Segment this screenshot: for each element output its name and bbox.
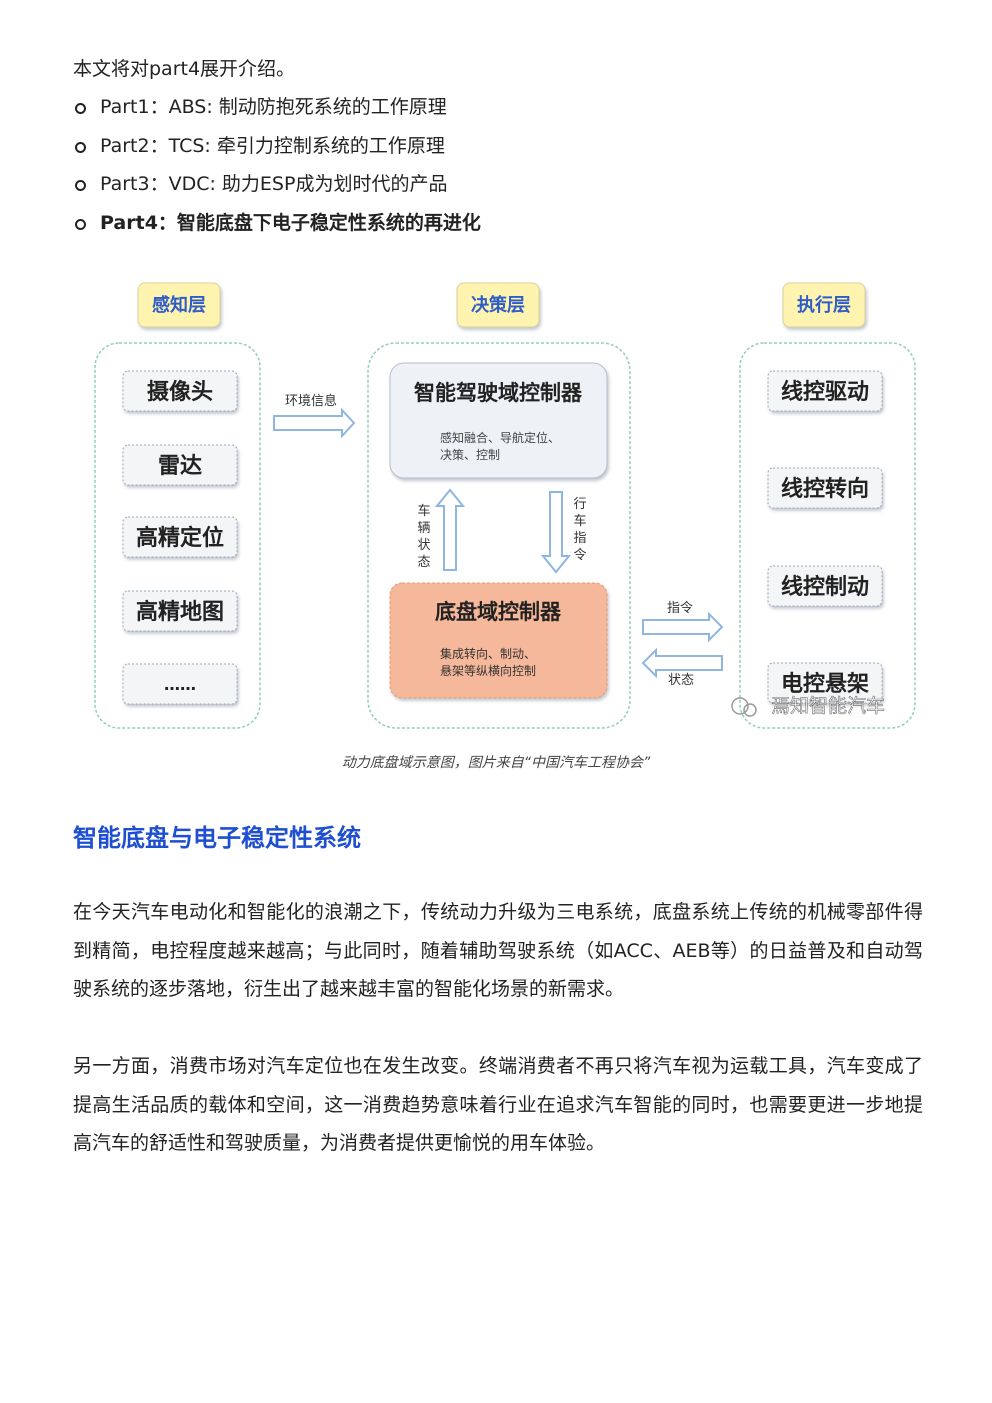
env-info-label: 环境信息: [285, 393, 337, 409]
watermark: 焉知智能汽车: [731, 695, 885, 717]
perception-item-label: 雷达: [158, 454, 202, 479]
execution-item-label: 线控制动: [781, 574, 869, 600]
drive-command-label: 行 车 指 令: [573, 497, 586, 563]
state-arrow: [641, 647, 723, 679]
drive-command-char: 行: [573, 497, 586, 512]
chassis-domain-controller: 底盘域控制器 集成转向、制动、 悬架等纵横向控制: [389, 582, 608, 699]
adas-controller-desc: 感知融合、导航定位、: [440, 430, 560, 445]
perception-item-label: 高精地图: [136, 599, 224, 625]
drive-command-char: 指: [573, 531, 586, 546]
body-paragraph: 在今天汽车电动化和智能化的浪潮之下，传统动力升级为三电系统，底盘系统上传统的机械…: [73, 901, 923, 1000]
command-label: 指令: [667, 601, 693, 616]
part-list-item-current: Part4：智能底盘下电子稳定性系统的再进化: [73, 209, 481, 248]
part-list-item: Part2：TCS: 牵引力控制系统的工作原理: [73, 132, 481, 171]
perception-item-radar: 雷达: [122, 444, 238, 486]
drive-command-char: 车: [573, 513, 586, 529]
watermark-text: 焉知智能汽车: [771, 695, 885, 717]
header-execution: 执行层: [782, 282, 866, 328]
perception-item-label: 摄像头: [147, 379, 213, 405]
vehicle-state-char: 辆: [417, 521, 430, 536]
drive-command-char: 令: [573, 548, 586, 563]
chassis-controller-title: 底盘域控制器: [435, 600, 562, 624]
chassis-controller-desc: 集成转向、制动、: [440, 646, 536, 661]
perception-item-more: ……: [122, 663, 238, 705]
vehicle-state-char: 态: [417, 555, 430, 570]
chassis-domain-diagram: 感知层 决策层 执行层 摄像头 雷达 高精定位 高精地图: [85, 278, 925, 738]
part-list-item: Part1：ABS: 制动防抱死系统的工作原理: [73, 93, 481, 132]
section-title: 智能底盘与电子稳定性系统: [73, 824, 361, 852]
perception-item-camera: 摄像头: [122, 370, 238, 412]
perception-item-hd-map: 高精地图: [122, 590, 238, 632]
body-paragraph: 另一方面，消费市场对汽车定位也在发生改变。终端消费者不再只将汽车视为运载工具，汽…: [73, 1055, 923, 1154]
header-perception: 感知层: [137, 282, 221, 328]
vehicle-state-label: 车 辆 状 态: [417, 503, 430, 570]
header-decision-label: 决策层: [471, 294, 525, 316]
header-execution-label: 执行层: [797, 294, 851, 316]
execution-item-suspension: 电控悬架: [767, 662, 883, 704]
perception-item-label: ……: [164, 675, 196, 694]
vehicle-state-arrow: [434, 488, 466, 571]
header-perception-label: 感知层: [152, 294, 206, 316]
env-info-arrow: [273, 407, 356, 439]
execution-item-label: 线控转向: [781, 476, 869, 502]
execution-item-braking: 线控制动: [767, 565, 883, 607]
execution-group: [739, 342, 916, 729]
header-decision: 决策层: [456, 282, 540, 328]
command-arrow: [642, 611, 724, 643]
part-list-item: Part3：VDC: 助力ESP成为划时代的产品: [73, 170, 481, 209]
part-list: Part1：ABS: 制动防抱死系统的工作原理 Part2：TCS: 牵引力控制…: [73, 93, 481, 247]
intro-text: 本文将对part4展开介绍。: [73, 58, 296, 80]
execution-item-steering: 线控转向: [767, 467, 883, 509]
perception-item-positioning: 高精定位: [122, 516, 238, 558]
wechat-icon: [731, 697, 749, 715]
figure-caption: 动力底盘域示意图，图片来自“中国汽车工程协会”: [341, 755, 651, 771]
adas-controller-title: 智能驾驶域控制器: [414, 381, 583, 405]
state-label: 状态: [668, 673, 694, 688]
execution-item-label: 电控悬架: [781, 671, 869, 697]
execution-item-drive: 线控驱动: [767, 370, 883, 412]
drive-command-arrow: [540, 491, 572, 574]
vehicle-state-char: 车: [417, 503, 430, 519]
vehicle-state-char: 状: [417, 538, 430, 553]
perception-item-label: 高精定位: [136, 525, 224, 551]
adas-controller-desc: 决策、控制: [440, 448, 500, 462]
adas-domain-controller: 智能驾驶域控制器 感知融合、导航定位、 决策、控制: [389, 362, 608, 479]
chassis-controller-desc: 悬架等纵横向控制: [440, 663, 536, 678]
execution-item-label: 线控驱动: [781, 379, 869, 405]
